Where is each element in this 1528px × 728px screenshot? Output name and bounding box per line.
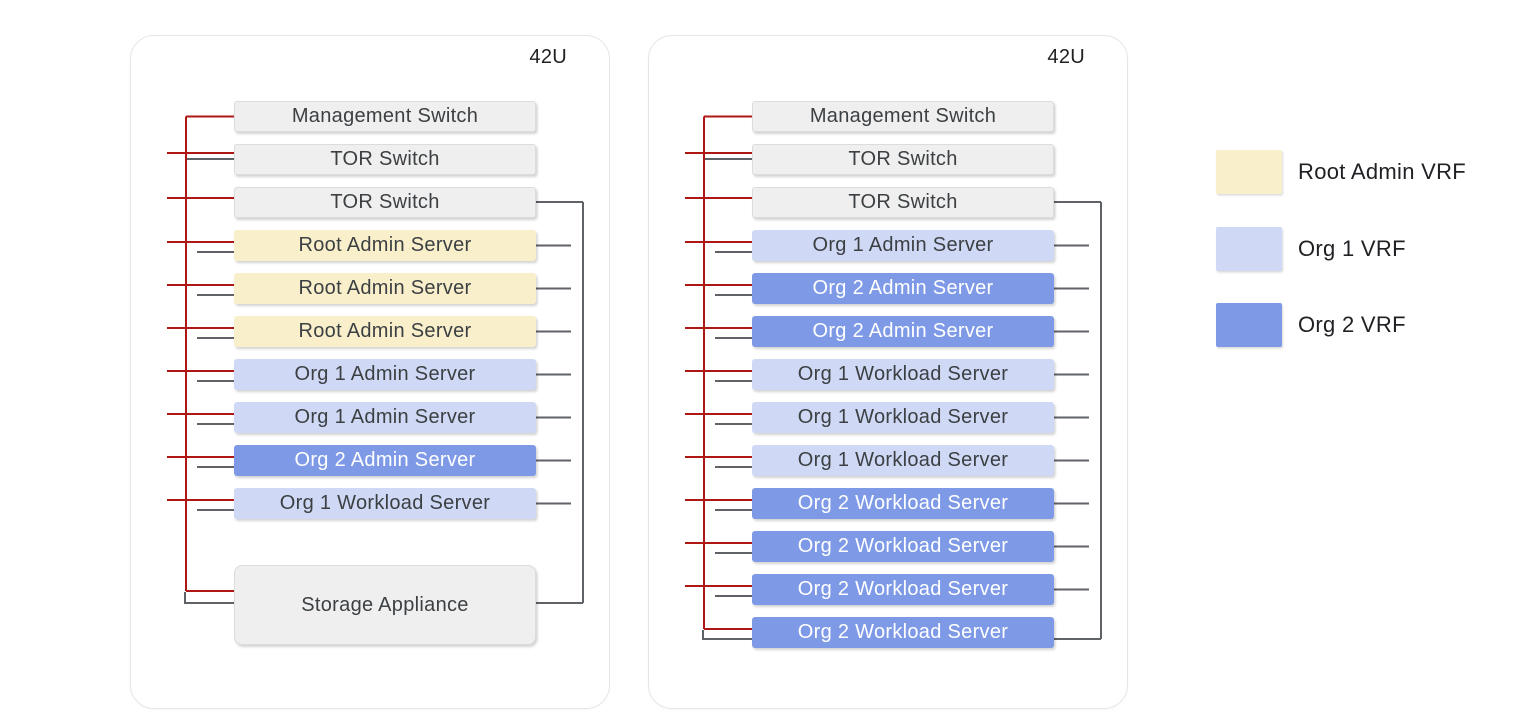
rack1-unit-root-admin-server: Root Admin Server	[234, 230, 536, 261]
legend-item-root-admin-vrf: Root Admin VRF	[1216, 150, 1466, 194]
unit-label: Org 2 Workload Server	[797, 535, 1009, 557]
unit-label: Org 1 Workload Server	[279, 492, 491, 514]
rack1-unit-org-1-admin-server: Org 1 Admin Server	[234, 402, 536, 433]
rack1-unit-tor-switch: TOR Switch	[234, 144, 536, 175]
rack2-unit-org-1-workload-server: Org 1 Workload Server	[752, 445, 1054, 476]
rack1-unit-management-switch: Management Switch	[234, 101, 536, 132]
rack2-unit-org-2-workload-server: Org 2 Workload Server	[752, 617, 1054, 648]
unit-label: Org 1 Admin Server	[812, 234, 994, 256]
rack1-unit-org-2-admin-server: Org 2 Admin Server	[234, 445, 536, 476]
rack1-unit-org-1-admin-server: Org 1 Admin Server	[234, 359, 536, 390]
rack1-unit-root-admin-server: Root Admin Server	[234, 273, 536, 304]
rack1-unit-root-admin-server: Root Admin Server	[234, 316, 536, 347]
unit-label: Org 1 Workload Server	[797, 363, 1009, 385]
unit-label: Org 1 Admin Server	[294, 363, 476, 385]
rack2-unit-org-2-admin-server: Org 2 Admin Server	[752, 273, 1054, 304]
rack2-unit-org-1-workload-server: Org 1 Workload Server	[752, 402, 1054, 433]
unit-label: Org 2 Workload Server	[797, 492, 1009, 514]
rack-2-capacity-label: 42U	[1047, 46, 1085, 68]
legend-label: Org 2 VRF	[1298, 312, 1406, 337]
rack2-unit-org-1-admin-server: Org 1 Admin Server	[752, 230, 1054, 261]
rack2-unit-tor-switch: TOR Switch	[752, 144, 1054, 175]
unit-label: Org 2 Admin Server	[812, 320, 994, 342]
legend-swatch-org2	[1216, 303, 1282, 347]
unit-label: Root Admin Server	[298, 277, 472, 299]
unit-label: Org 1 Workload Server	[797, 406, 1009, 428]
management-network-links	[167, 115, 234, 593]
rack2-unit-org-2-workload-server: Org 2 Workload Server	[752, 574, 1054, 605]
unit-label: Org 1 Admin Server	[294, 406, 476, 428]
rack1-unit-tor-switch: TOR Switch	[234, 187, 536, 218]
legend-swatch-org1	[1216, 227, 1282, 271]
unit-label: TOR Switch	[330, 191, 440, 213]
rack2-unit-tor-switch: TOR Switch	[752, 187, 1054, 218]
unit-label: TOR Switch	[330, 148, 440, 170]
rack2-unit-org-2-workload-server: Org 2 Workload Server	[752, 488, 1054, 519]
rack2-unit-org-2-admin-server: Org 2 Admin Server	[752, 316, 1054, 347]
rack1-unit-org-1-workload-server: Org 1 Workload Server	[234, 488, 536, 519]
unit-label: Org 2 Admin Server	[812, 277, 994, 299]
rack2-unit-org-1-workload-server: Org 1 Workload Server	[752, 359, 1054, 390]
legend-item-org-2-vrf: Org 2 VRF	[1216, 303, 1406, 347]
legend-swatch-root-admin	[1216, 150, 1282, 194]
management-network-links	[685, 115, 752, 631]
unit-label: Org 1 Workload Server	[797, 449, 1009, 471]
unit-label: Management Switch	[291, 105, 479, 127]
unit-label: Storage Appliance	[301, 593, 469, 616]
unit-label: Org 2 Workload Server	[797, 578, 1009, 600]
rack1-unit-storage-appliance: Storage Appliance	[234, 565, 536, 645]
unit-label: Management Switch	[809, 105, 997, 127]
legend-label: Org 1 VRF	[1298, 236, 1406, 261]
rack2-unit-org-2-workload-server: Org 2 Workload Server	[752, 531, 1054, 562]
rack2-unit-management-switch: Management Switch	[752, 101, 1054, 132]
unit-label: TOR Switch	[848, 191, 958, 213]
unit-label: Root Admin Server	[298, 234, 472, 256]
rack-1-capacity-label: 42U	[529, 46, 567, 68]
unit-label: TOR Switch	[848, 148, 958, 170]
unit-label: Org 2 Admin Server	[294, 449, 476, 471]
unit-label: Root Admin Server	[298, 320, 472, 342]
legend-item-org-1-vrf: Org 1 VRF	[1216, 227, 1406, 271]
legend-label: Root Admin VRF	[1298, 159, 1467, 184]
unit-label: Org 2 Workload Server	[797, 621, 1009, 643]
